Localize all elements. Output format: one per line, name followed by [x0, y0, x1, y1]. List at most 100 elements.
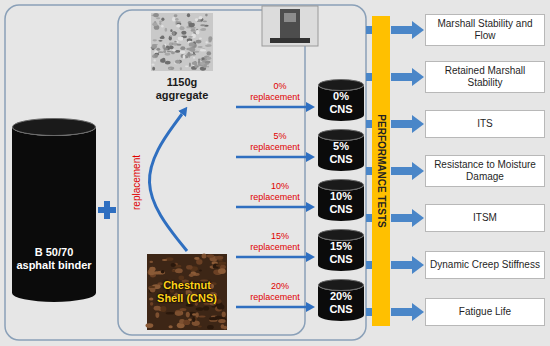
chestnut-piece [150, 302, 153, 306]
cylinder-top [319, 80, 364, 91]
test-box: Dynamic Creep Stiffness [425, 251, 545, 279]
aggregate-photo [151, 13, 213, 71]
replacement-label: replacement [250, 92, 300, 103]
test-arrow [391, 308, 412, 316]
cylinder-body [318, 85, 364, 121]
aggregate-grain [187, 13, 190, 17]
mix-cylinder: 0% CNS [318, 79, 364, 121]
cylinder-body [318, 185, 364, 221]
aggregate-grain [171, 51, 175, 54]
aggregate-grain [176, 24, 181, 27]
aggregate-grain [175, 21, 181, 23]
aggregate-grain [208, 39, 211, 42]
chestnut-piece [196, 307, 204, 311]
replacement-arrow [236, 156, 307, 159]
aggregate-grain [165, 61, 171, 65]
test-arrow [391, 73, 412, 81]
aggregate-grain [174, 41, 177, 43]
chestnut-piece [149, 286, 156, 288]
aggregate-grain [188, 52, 191, 56]
arrow-head [306, 252, 315, 262]
replacement-label: replacement [250, 292, 300, 303]
cylinder-top [319, 280, 364, 291]
cylinder-body [12, 127, 96, 302]
chestnut-piece [203, 306, 209, 311]
chestnut-piece [209, 317, 218, 320]
node-label: Marshall Stability and Flow [430, 18, 540, 42]
chestnut-piece [194, 257, 200, 260]
chestnut-piece [155, 312, 159, 318]
plus-symbol [104, 201, 110, 219]
aggregate-grain [188, 23, 194, 27]
aggregate-grain [156, 48, 160, 51]
arrow-head [306, 202, 315, 212]
chestnut-piece [161, 270, 165, 273]
aggregate-grain [172, 32, 175, 36]
machine-photo [280, 9, 300, 39]
chestnut-piece [149, 261, 153, 263]
aggregate-grain [164, 53, 170, 56]
aggregate-grain [180, 46, 185, 50]
aggregate-grain [205, 14, 208, 17]
node-label: 15% CNS [320, 240, 362, 266]
aggregate-grain [175, 18, 178, 21]
edge-label: replacement [131, 155, 142, 210]
aggregate-grain [154, 54, 158, 58]
node-label: Dynamic Creep Stiffness [430, 259, 540, 271]
percent-label: 0% [273, 81, 286, 92]
aggregate-grain [197, 46, 202, 48]
aggregate-grain [178, 37, 183, 41]
aggregate-grain [165, 28, 168, 32]
chestnut-piece [218, 261, 226, 265]
test-arrow [391, 26, 412, 34]
machine-photo [270, 38, 310, 43]
bar-title: PERFORMANCE TESTS [375, 114, 387, 227]
chestnut-piece [202, 254, 207, 259]
aggregate-grain [199, 16, 203, 19]
chestnut-piece [189, 273, 194, 276]
chestnut-piece [222, 311, 226, 317]
aggregate-grain [200, 29, 203, 31]
chestnut-piece [216, 265, 221, 267]
percent-label: 10% [271, 181, 289, 192]
aggregate-grain [196, 40, 202, 44]
aggregate-grain [193, 57, 195, 59]
node-label: 5% CNS [320, 140, 362, 166]
cylinder-top [13, 119, 96, 136]
machine-photo [284, 13, 296, 22]
percent-label: 20% [271, 281, 289, 292]
aggregate-grain [188, 36, 193, 38]
aggregate-grain [189, 42, 195, 47]
replacement-arrow [236, 306, 307, 309]
cylinder-top [319, 180, 364, 191]
replacement-arrow [149, 114, 187, 251]
chestnut-piece [157, 271, 165, 275]
aggregate-grain [205, 45, 210, 47]
node-label: ITS [477, 118, 493, 130]
test-arrow [391, 120, 412, 128]
node-label: 10% CNS [320, 190, 362, 216]
aggregate-grain [203, 64, 207, 68]
test-arrow [391, 214, 412, 222]
chestnut-piece [180, 308, 187, 311]
aggregate-grain [159, 20, 163, 22]
aggregate-grain [152, 22, 157, 26]
chestnut-piece [166, 312, 175, 314]
chestnut-piece [186, 312, 190, 318]
aggregate-grain [172, 31, 177, 36]
cylinder-top [319, 230, 364, 241]
aggregate-grain [198, 59, 200, 61]
node-label: 1150g aggregate [142, 76, 222, 102]
cylinder-body [318, 285, 364, 321]
cylinder-shape [12, 118, 96, 302]
aggregate-grain [172, 49, 175, 51]
aggregate-grain [207, 66, 209, 68]
chestnut-piece [198, 326, 202, 328]
aggregate-grain [199, 38, 202, 40]
aggregate-grain [162, 58, 165, 63]
replacement-label: replacement [250, 142, 300, 153]
test-box: Marshall Stability and Flow [425, 14, 545, 46]
cylinder-body [318, 235, 364, 271]
chestnut-piece [218, 319, 226, 323]
inner-frame [118, 10, 305, 335]
